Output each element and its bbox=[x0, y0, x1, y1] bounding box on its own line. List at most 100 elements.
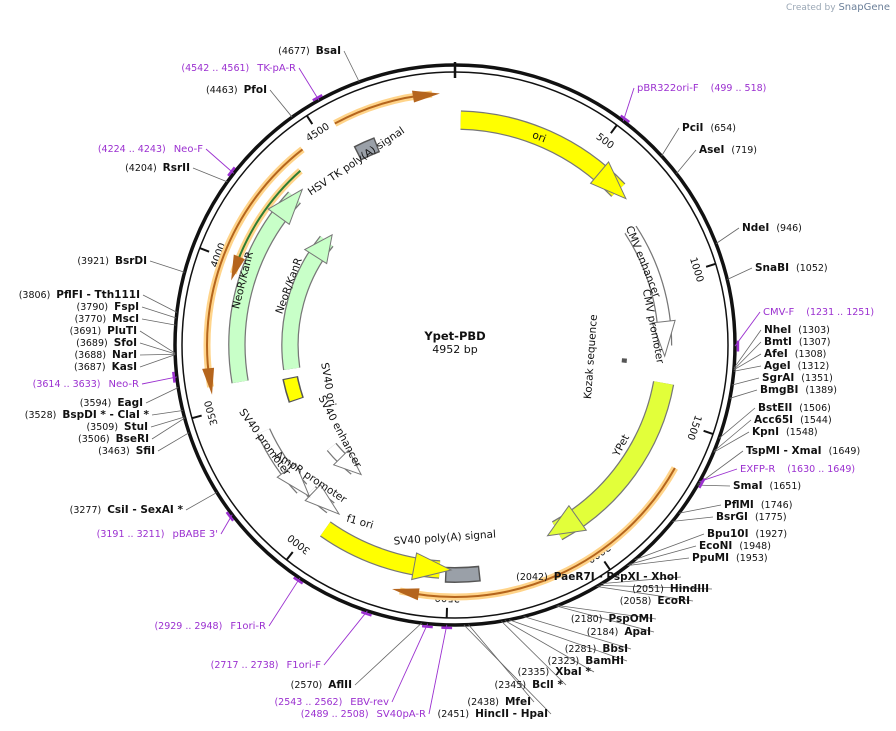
enzyme-site[interactable]: (946)NdeI bbox=[742, 222, 802, 234]
enzyme-site[interactable]: (1948)EcoNI bbox=[699, 540, 771, 552]
primer-site[interactable]: pBR322ori-F(499 .. 518) bbox=[637, 83, 766, 94]
enzyme-site[interactable]: (2051)HindIII bbox=[632, 583, 709, 595]
enzyme-site[interactable]: (1544)Acc65I bbox=[754, 414, 832, 426]
enzyme-site[interactable]: (3806)PflFI - Tth111I bbox=[19, 289, 140, 301]
enzyme-leader bbox=[139, 342, 176, 355]
enzyme-site[interactable]: (3691)PluTI bbox=[70, 325, 137, 337]
primer-name: F1ori-R bbox=[230, 621, 266, 632]
enzyme-site[interactable]: (4463)PfoI bbox=[206, 84, 267, 96]
tick-label: 1500 bbox=[684, 414, 703, 442]
enzyme-site[interactable]: (1775)BsrGI bbox=[716, 511, 787, 523]
enzyme-name: BmtI bbox=[764, 336, 792, 348]
primer-range: (4542 .. 4561) bbox=[181, 63, 249, 74]
enzyme-position: (3687) bbox=[74, 362, 106, 373]
enzyme-site[interactable]: (1953)PpuMI bbox=[692, 552, 768, 564]
enzyme-name: CsiI - SexAI * bbox=[107, 504, 183, 516]
enzyme-site[interactable]: (4204)RsrII bbox=[125, 162, 190, 174]
enzyme-name: AfeI bbox=[764, 348, 788, 360]
enzyme-position: (4677) bbox=[278, 46, 310, 57]
enzyme-site[interactable]: (3688)NarI bbox=[74, 349, 137, 361]
tick-label: 500 bbox=[594, 132, 616, 152]
primer-site[interactable]: F1ori-F(2717 .. 2738) bbox=[211, 660, 322, 671]
enzyme-site[interactable]: (1651)SmaI bbox=[733, 480, 801, 492]
enzyme-site[interactable]: (2180)PspOMI bbox=[571, 613, 653, 625]
enzyme-name: NarI bbox=[112, 349, 137, 361]
enzyme-site[interactable]: (3921)BsrDI bbox=[77, 255, 147, 267]
primer-site[interactable]: Neo-R(3614 .. 3633) bbox=[33, 379, 139, 390]
enzyme-site[interactable]: (2570)AflII bbox=[291, 679, 352, 691]
primer-leader bbox=[205, 148, 235, 174]
enzyme-site[interactable]: (1649)TspMI - XmaI bbox=[746, 445, 860, 457]
enzyme-name: PciI bbox=[682, 122, 703, 134]
primer-leader bbox=[391, 623, 429, 703]
enzyme-leader bbox=[557, 605, 657, 620]
primer-site[interactable]: pBABE 3'(3191 .. 3211) bbox=[97, 529, 218, 540]
enzyme-site[interactable]: (1548)KpnI bbox=[752, 426, 818, 438]
enzyme-site[interactable]: (2281)BbsI bbox=[565, 643, 628, 655]
enzyme-site[interactable]: (2451)HincII - HpaI bbox=[438, 708, 548, 720]
enzyme-position: (3506) bbox=[78, 434, 110, 445]
enzyme-site[interactable]: (2438)MfeI bbox=[467, 696, 531, 708]
enzyme-site[interactable]: (2058)EcoRI bbox=[620, 595, 690, 607]
orf-arc bbox=[399, 467, 676, 598]
enzyme-site[interactable]: (1303)NheI bbox=[764, 324, 830, 336]
enzyme-name: NheI bbox=[764, 324, 791, 336]
enzyme-name: AgeI bbox=[764, 360, 791, 372]
enzyme-position: (3463) bbox=[98, 446, 130, 457]
enzyme-site[interactable]: (1307)BmtI bbox=[764, 336, 830, 348]
enzyme-position: (3691) bbox=[70, 326, 102, 337]
enzyme-leader bbox=[729, 389, 758, 399]
enzyme-site[interactable]: (3463) SfiI bbox=[98, 445, 155, 457]
feature-arrowhead bbox=[411, 552, 453, 581]
enzyme-name: RsrII bbox=[163, 162, 190, 174]
enzyme-position: (1052) bbox=[796, 263, 828, 274]
enzyme-site[interactable]: (1927)Bpu10I bbox=[707, 528, 787, 540]
enzyme-site[interactable]: (3528)BspDI * - ClaI * bbox=[25, 409, 150, 421]
enzyme-name: NdeI bbox=[742, 222, 769, 234]
enzyme-site[interactable]: (3689)SfoI bbox=[76, 337, 137, 349]
primer-range: (499 .. 518) bbox=[711, 83, 767, 94]
enzyme-name: SfiI bbox=[136, 445, 155, 457]
enzyme-name: PfoI bbox=[244, 84, 267, 96]
enzyme-leader bbox=[192, 167, 228, 183]
enzyme-site[interactable]: (2335)XbaI * bbox=[518, 666, 592, 678]
enzyme-site[interactable]: (1312)AgeI bbox=[764, 360, 829, 372]
primer-site[interactable]: EBV-rev(2543 .. 2562) bbox=[274, 697, 389, 708]
primer-site[interactable]: SV40pA-R(2489 .. 2508) bbox=[301, 709, 426, 720]
enzyme-site[interactable]: (654) PciI bbox=[682, 122, 736, 134]
enzyme-site[interactable]: (2184)ApaI bbox=[587, 626, 651, 638]
enzyme-leader bbox=[678, 504, 722, 514]
enzyme-leader bbox=[269, 89, 293, 118]
enzyme-position: (1953) bbox=[736, 553, 768, 564]
enzyme-site[interactable]: (3594)EagI bbox=[80, 397, 143, 409]
enzyme-site[interactable]: (1351)SgrAI bbox=[762, 372, 833, 384]
enzyme-leader bbox=[343, 50, 360, 83]
enzyme-site[interactable]: (3277)CsiI - SexAI * bbox=[70, 504, 184, 516]
enzyme-name: Acc65I bbox=[754, 414, 793, 426]
primer-site[interactable]: Neo-F(4224 .. 4243) bbox=[98, 144, 203, 155]
enzyme-site[interactable]: (3509)StuI bbox=[86, 421, 148, 433]
enzyme-position: (654) bbox=[710, 123, 736, 134]
primer-site[interactable]: EXFP-R(1630 .. 1649) bbox=[740, 464, 855, 475]
enzyme-site[interactable]: (2323)BamHI bbox=[548, 655, 624, 667]
primer-site[interactable]: F1ori-R(2929 .. 2948) bbox=[154, 621, 266, 632]
enzyme-site[interactable]: (719)AseI bbox=[699, 144, 757, 156]
enzyme-leader bbox=[715, 227, 740, 244]
primer-leader bbox=[734, 311, 761, 347]
enzyme-site[interactable]: (2345)BclI * bbox=[495, 679, 564, 691]
enzyme-site[interactable]: (3770)MscI bbox=[75, 313, 139, 325]
tick-mark bbox=[191, 414, 202, 420]
primer-site[interactable]: CMV-F(1231 .. 1251) bbox=[763, 307, 874, 318]
enzyme-site[interactable]: (3790)FspI bbox=[77, 301, 139, 313]
enzyme-site[interactable]: (1506)BstEII bbox=[758, 402, 831, 414]
enzyme-site[interactable]: (1746)PflMI bbox=[724, 499, 792, 511]
enzyme-site[interactable]: (3687)KasI bbox=[74, 361, 137, 373]
enzyme-site[interactable]: (4677)BsaI bbox=[278, 45, 341, 57]
enzyme-site[interactable]: (1308)AfeI bbox=[764, 348, 826, 360]
enzyme-site[interactable]: (2042)PaeR7I - PspXI - XhoI bbox=[516, 571, 678, 583]
enzyme-site[interactable]: (3506)BseRI bbox=[78, 433, 149, 445]
tick-mark bbox=[603, 560, 611, 571]
enzyme-site[interactable]: (1052)SnaBI bbox=[755, 262, 828, 274]
primer-site[interactable]: TK-pA-R(4542 .. 4561) bbox=[181, 63, 296, 74]
enzyme-site[interactable]: (1389)BmgBI bbox=[760, 384, 837, 396]
